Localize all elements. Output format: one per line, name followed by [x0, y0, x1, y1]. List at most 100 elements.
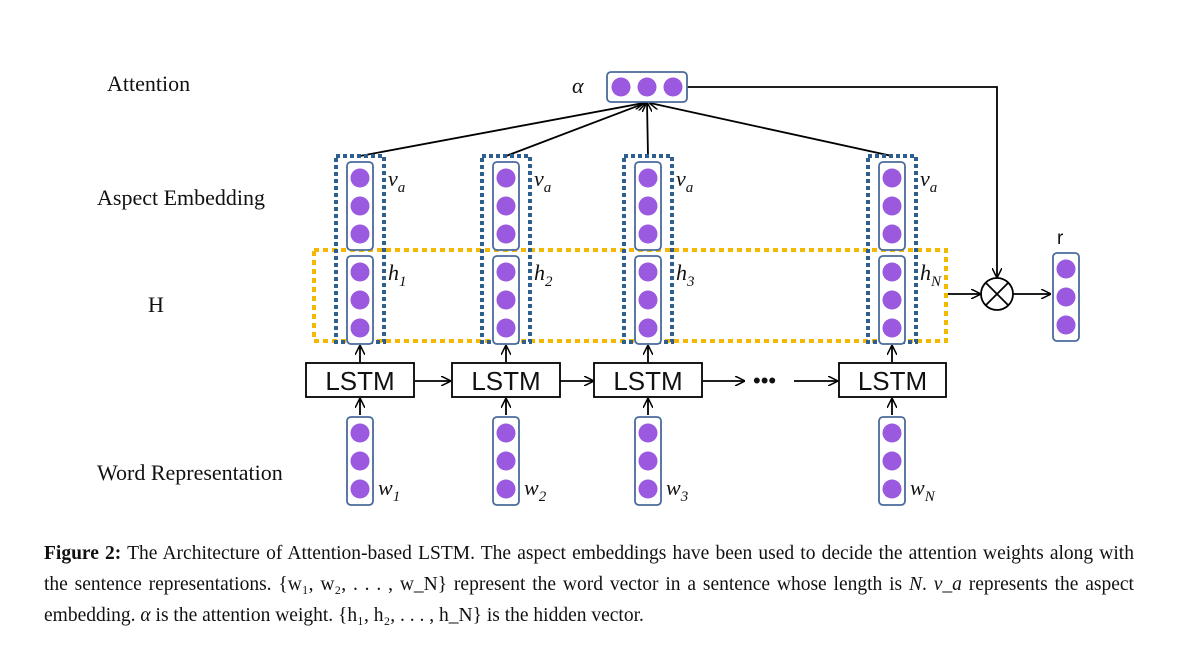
diagram-nodes — [305, 71, 1080, 506]
aspect-vector-2 — [492, 161, 520, 251]
hidden-label-4: hN — [920, 260, 942, 290]
word-label-3: w3 — [666, 475, 688, 505]
caption-text-2: represent the word vector in a sentence … — [447, 574, 909, 595]
diagram-labels: ••• LSTM va h1 w1 LSTM va h2 w2 LSTM va h3 w3 LSTM va h… — [325, 73, 1064, 505]
row-label-aspect-embedding: Aspect Embedding — [97, 185, 266, 210]
aspect-to-attention-arrow-4 — [650, 103, 893, 157]
aspect-label-1: va — [388, 166, 405, 196]
caption-text-6: is the hidden vector. — [481, 605, 644, 626]
caption-text-1: The Architecture of Attention-based LSTM… — [44, 543, 1134, 595]
lstm-box-2 — [451, 362, 561, 398]
vector-node — [496, 479, 516, 499]
word-vector-4 — [878, 416, 906, 506]
aspect-to-attention-arrow-1 — [359, 103, 644, 157]
vector-node — [638, 423, 658, 443]
hidden-vector-2 — [492, 255, 520, 345]
vector-node — [496, 262, 516, 282]
vector-node — [496, 318, 516, 338]
figure-caption: Figure 2: The Architecture of Attention-… — [44, 538, 1134, 631]
vector-node — [638, 318, 658, 338]
word-vector-2 — [492, 416, 520, 506]
attention-node — [663, 77, 683, 97]
aspect-dashed-box-4 — [866, 154, 918, 344]
lstm-box-3 — [593, 362, 703, 398]
attention-to-product-arrow — [687, 86, 997, 277]
aspect-label-3: va — [676, 166, 693, 196]
vector-node — [496, 423, 516, 443]
word-label-2: w2 — [524, 475, 547, 505]
hidden-label-1: h1 — [388, 260, 407, 290]
output-vector — [1052, 252, 1080, 342]
lstm-label-3: LSTM — [613, 366, 682, 396]
aspect-dashed-box-1 — [334, 154, 386, 344]
aspect-vector-4 — [878, 161, 906, 251]
lstm-box-1 — [305, 362, 415, 398]
hidden-label-2: h2 — [534, 260, 553, 290]
lstm-box-4 — [838, 362, 947, 398]
aspect-to-attention-arrow-2 — [505, 103, 645, 157]
aspect-vector-3 — [634, 161, 662, 251]
vector-node — [638, 196, 658, 216]
row-label-attention: Attention — [107, 71, 191, 96]
vector-node — [638, 290, 658, 310]
attention-vector — [606, 71, 688, 103]
caption-math-length: N — [908, 574, 922, 595]
row-label-hidden: H — [148, 292, 164, 317]
vector-node — [496, 196, 516, 216]
hidden-vector-4 — [878, 255, 906, 345]
attention-node — [611, 77, 631, 97]
caption-math-aspect: v_a — [933, 574, 962, 595]
lstm-label-2: LSTM — [471, 366, 540, 396]
caption-math-word-set: {w₁, w₂, . . . , w_N} — [278, 574, 448, 595]
vector-node — [496, 290, 516, 310]
vector-node — [882, 168, 902, 188]
vector-node — [1056, 287, 1076, 307]
vector-node — [496, 451, 516, 471]
vector-node — [638, 479, 658, 499]
lstm-label-4: LSTM — [858, 366, 927, 396]
caption-text-3: . — [921, 574, 934, 595]
caption-text-5: is the attention weight. — [150, 605, 339, 626]
caption-label: Figure 2: — [44, 543, 122, 564]
output-label: r — [1057, 228, 1064, 249]
vector-node — [882, 196, 902, 216]
diagram-edges — [359, 86, 1050, 415]
vector-node — [882, 423, 902, 443]
caption-text-4: represents the aspect embedding. — [44, 574, 1134, 626]
ellipsis-dots: ••• — [753, 368, 776, 393]
word-vector-1 — [346, 416, 374, 506]
vector-node — [882, 318, 902, 338]
aspect-vector-1 — [346, 161, 374, 251]
aspect-dashed-box-2 — [480, 154, 532, 344]
vector-node — [1056, 259, 1076, 279]
aspect-to-attention-arrow-3 — [647, 103, 648, 157]
lstm-label-1: LSTM — [325, 366, 394, 396]
word-label-1: w1 — [378, 475, 400, 505]
vector-node — [1056, 315, 1076, 335]
vector-node — [350, 318, 370, 338]
hidden-vector-1 — [346, 255, 374, 345]
aspect-label-2: va — [534, 166, 551, 196]
vector-node — [882, 224, 902, 244]
aspect-dashed-box-3 — [622, 154, 674, 344]
attention-node — [637, 77, 657, 97]
aspect-label-4: va — [920, 166, 937, 196]
hidden-label-3: h3 — [676, 260, 695, 290]
vector-node — [350, 290, 370, 310]
vector-node — [882, 262, 902, 282]
vector-node — [882, 479, 902, 499]
vector-node — [496, 168, 516, 188]
product-cross-b — [985, 282, 1009, 306]
hidden-state-region — [312, 248, 948, 343]
vector-node — [350, 479, 370, 499]
caption-math-alpha: α — [140, 605, 151, 626]
caption-math-hidden-set: {h₁, h₂, . . . , h_N} — [338, 605, 482, 626]
vector-node — [350, 168, 370, 188]
vector-node — [638, 168, 658, 188]
vector-node — [350, 262, 370, 282]
word-label-4: wN — [910, 475, 936, 505]
vector-node — [350, 224, 370, 244]
vector-node — [350, 451, 370, 471]
vector-node — [638, 224, 658, 244]
word-vector-3 — [634, 416, 662, 506]
